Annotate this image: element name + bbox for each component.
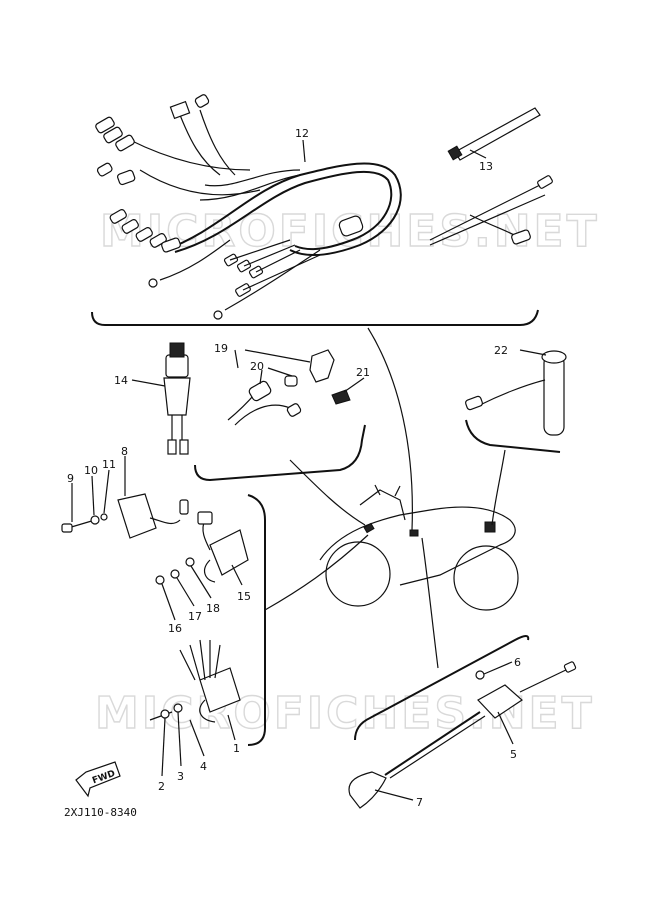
callout-1: 1 [233,742,240,755]
callout-17: 17 [188,610,202,623]
callout-13: 13 [479,160,493,173]
cable-tie [447,107,541,161]
vehicle-outline [319,484,519,611]
callout-8: 8 [121,445,128,458]
throttle-grip [465,350,567,436]
callout-16: 16 [168,622,182,635]
pickup-coil [149,639,241,723]
harness-bracket [91,309,539,326]
callout-9: 9 [67,472,74,485]
coil-bracket [247,494,266,746]
callout-19: 19 [214,342,228,355]
callout-22: 22 [494,344,508,357]
callout-6: 6 [514,656,521,669]
callout-18: 18 [206,602,220,615]
callout-20: 20 [250,360,264,373]
callout-12: 12 [295,127,309,140]
watermark-bottom: MICROFICHES.NET [95,688,595,739]
callout-21: 21 [356,366,370,379]
starter-cable [348,661,577,809]
callout-5: 5 [510,748,517,761]
callout-14: 14 [114,374,128,387]
starter-bracket [354,635,530,741]
diagram-code: 2XJ110-8340 [64,806,137,819]
leader-harness [367,327,413,531]
harness-connector-1 [169,100,191,120]
callout-15: 15 [237,590,251,603]
ignition-coil [155,511,249,585]
callout-4: 4 [200,760,207,773]
wire-harness [95,94,402,320]
callout-7: 7 [416,796,423,809]
callout-leaders [71,139,547,801]
grip-bracket [465,419,561,453]
sub-harness [429,175,553,246]
cap-bracket [194,424,366,482]
cap-group [227,349,351,426]
callout-10: 10 [84,464,98,477]
main-switch [163,342,191,455]
callout-3: 3 [177,770,184,783]
callout-11: 11 [102,458,116,471]
callout-2: 2 [158,780,165,793]
fwd-arrow: FWD [75,761,121,798]
cdi-unit [61,493,189,539]
